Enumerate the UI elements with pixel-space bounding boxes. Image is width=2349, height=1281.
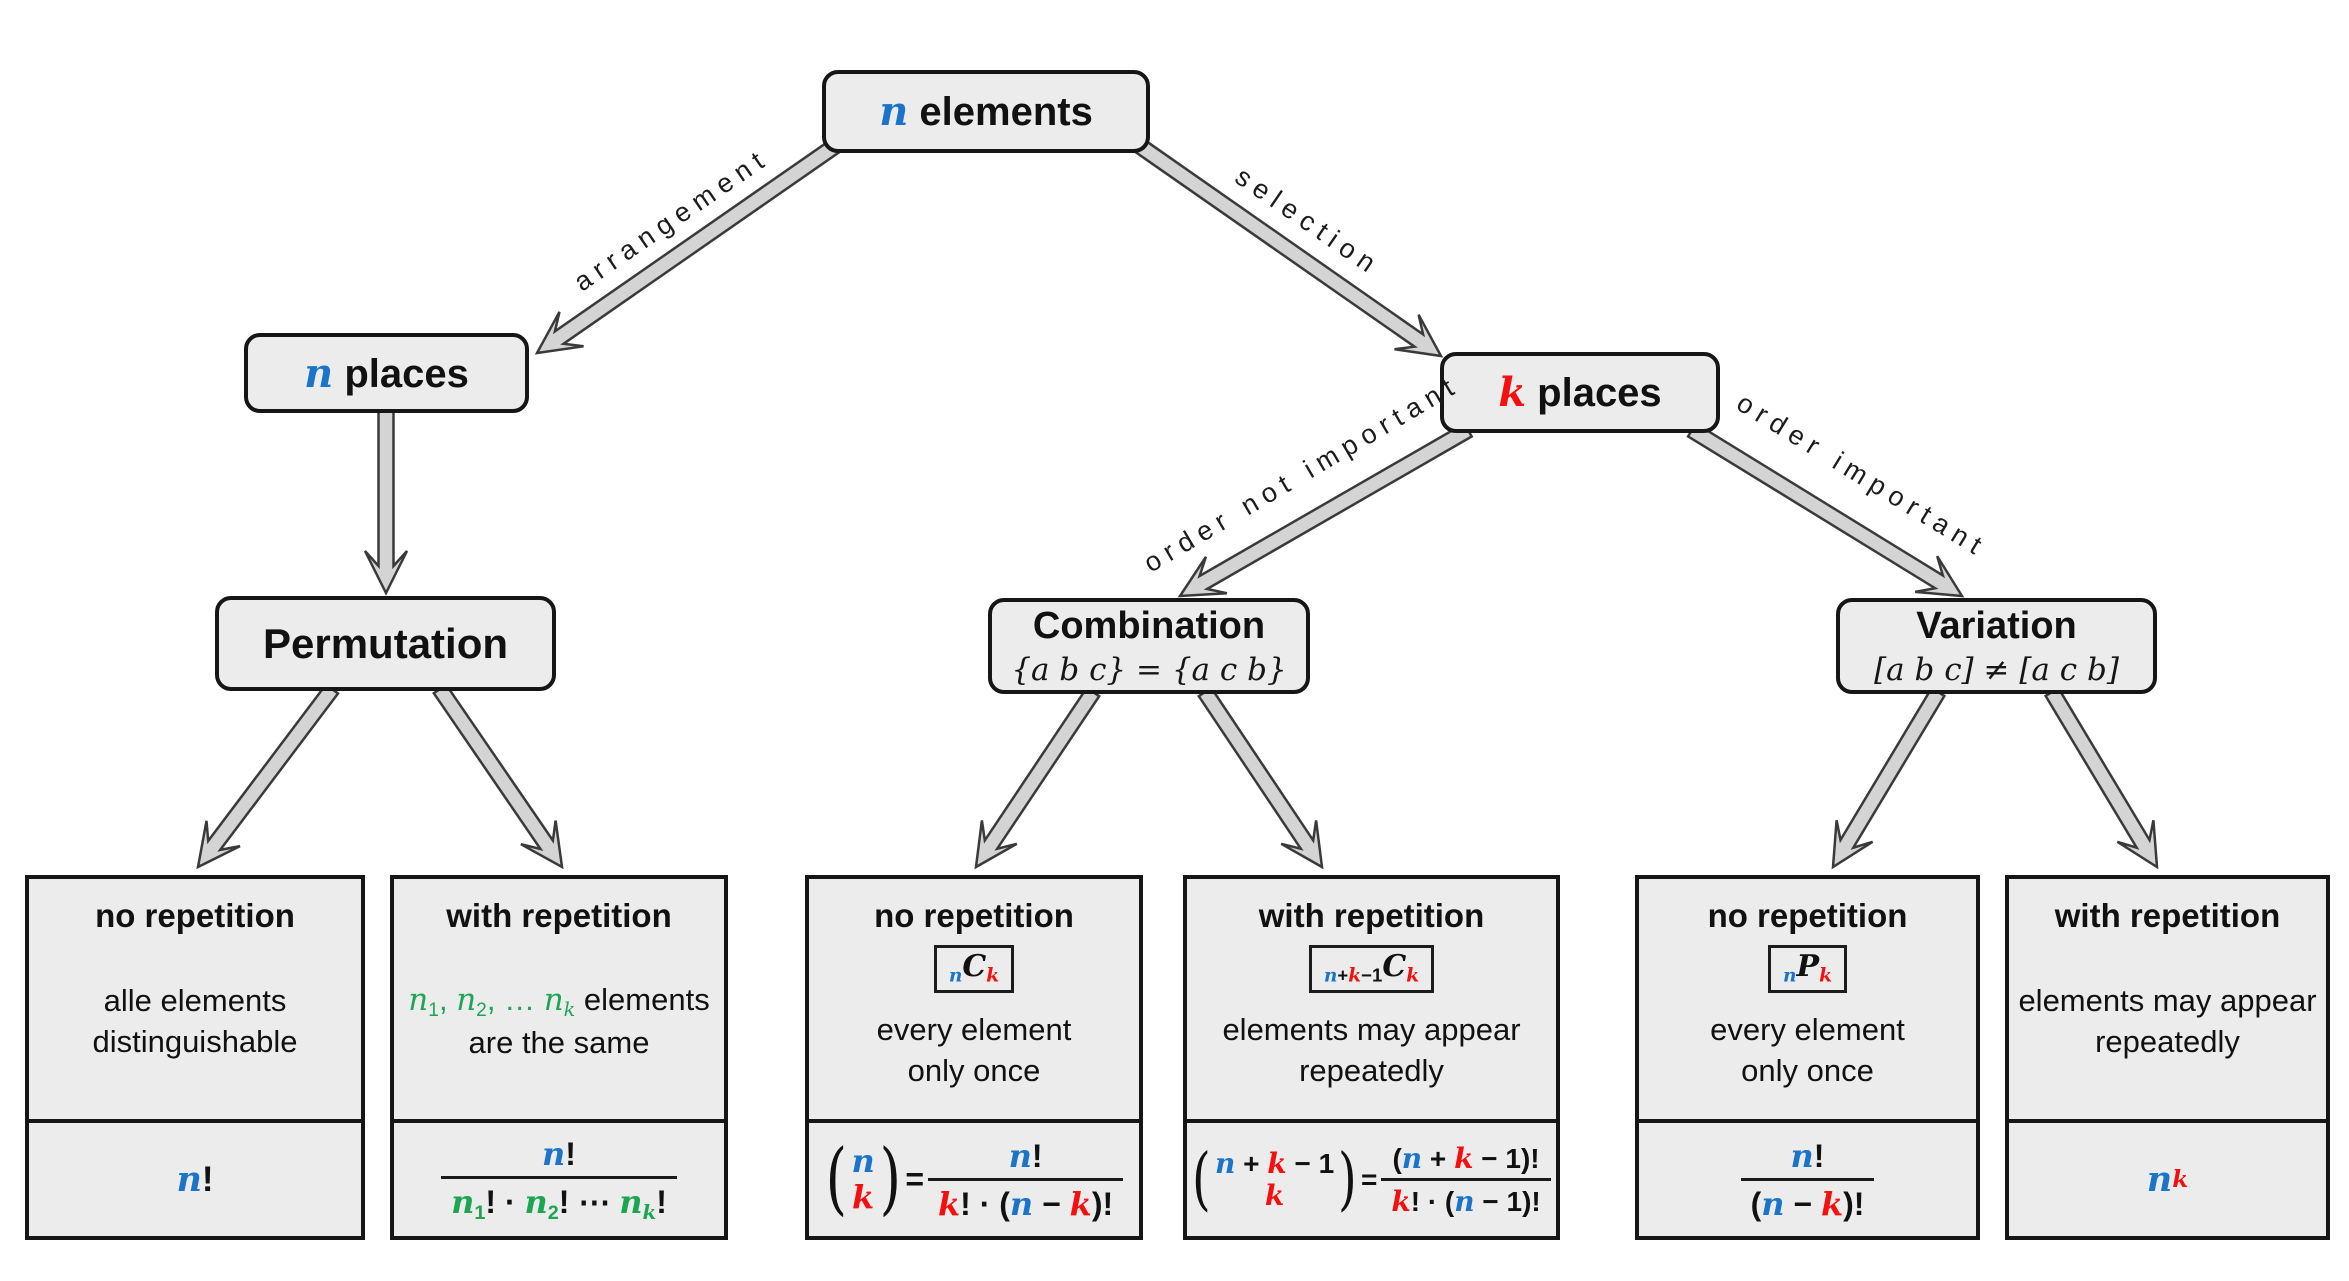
node-title: Permutation bbox=[262, 619, 509, 667]
node-n-elements: n elements bbox=[822, 70, 1150, 153]
leaf-title: with repetition bbox=[446, 897, 672, 934]
node-variation: Variation [a b c] ≠ [a c b] bbox=[1836, 598, 2157, 694]
node-k-places: k places bbox=[1440, 352, 1720, 433]
node-title: Combination bbox=[1032, 605, 1266, 648]
node-permutation: Permutation bbox=[215, 596, 556, 691]
node-subtitle: [a b c] ≠ [a c b] bbox=[1874, 651, 2119, 688]
leaf-combination-with-repetition: with repetition n+k−1Ck elements may app… bbox=[1183, 875, 1560, 1240]
node-label: n places bbox=[304, 349, 469, 397]
leaf-formula: n! bbox=[29, 1119, 361, 1236]
node-title: Variation bbox=[1916, 605, 2077, 648]
leaf-formula-symbol: nPk bbox=[1768, 945, 1847, 993]
leaf-title: no repetition bbox=[874, 897, 1074, 934]
leaf-title: with repetition bbox=[2054, 897, 2281, 934]
node-n-places: n places bbox=[244, 333, 529, 413]
leaf-title: no repetition bbox=[95, 897, 295, 934]
leaf-formula: n!n1! · n2! ⋯ nk! bbox=[394, 1119, 724, 1236]
node-label: n elements bbox=[879, 88, 1093, 135]
leaf-title: with repetition bbox=[1258, 897, 1485, 934]
leaf-formula-symbol: nCk bbox=[933, 945, 1015, 993]
leaf-formula-symbol: n+k−1Ck bbox=[1308, 945, 1435, 993]
node-label: k places bbox=[1498, 369, 1662, 416]
leaf-formula: n!(n − k)! bbox=[1639, 1119, 1976, 1236]
node-subtitle: {a b c} = {a c b} bbox=[1011, 651, 1287, 688]
leaf-title: no repetition bbox=[1707, 897, 1908, 934]
node-combination: Combination {a b c} = {a c b} bbox=[988, 598, 1310, 694]
